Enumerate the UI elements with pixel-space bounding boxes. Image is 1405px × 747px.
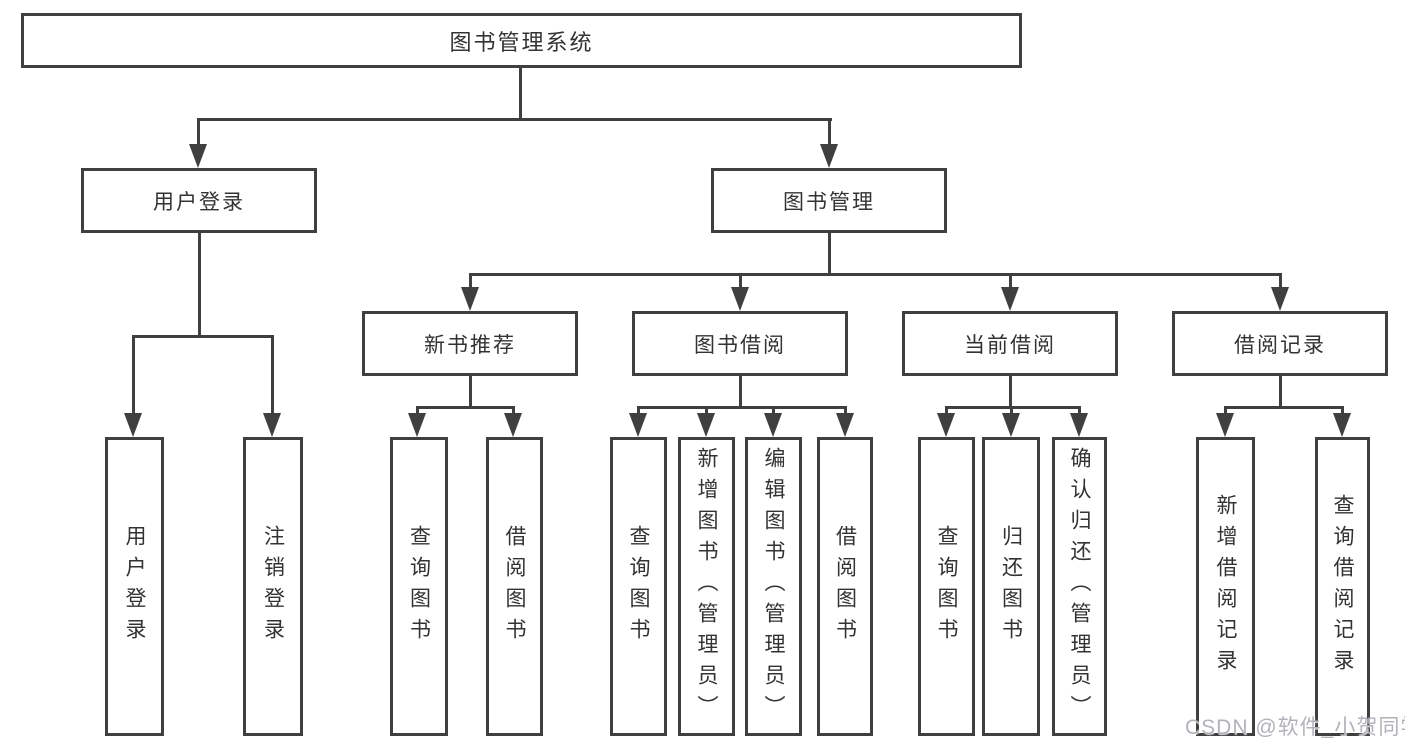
connector-shaft-borrow-recommend <box>512 406 515 416</box>
node-borrow-records-label: 借阅记录 <box>1234 333 1326 357</box>
node-book-mgmt-label: 图书管理 <box>783 190 875 214</box>
leaf-add-borrow-record: 新增借阅记录 <box>1196 437 1255 736</box>
node-root: 图书管理系统 <box>21 13 1022 68</box>
connector-v-user-login <box>198 233 201 338</box>
arrowhead-edit-book <box>764 413 782 437</box>
arrowhead-query-recommend <box>408 413 426 437</box>
leaf-query-book-borrow: 查询图书 <box>610 437 667 736</box>
arrowhead-confirm-return <box>1070 413 1088 437</box>
connector-v-borrow-records-group <box>1279 376 1282 409</box>
connector-shaft-add-book <box>705 406 708 416</box>
arrowhead-user-login <box>189 144 207 168</box>
connector-shaft-user-login <box>197 118 200 148</box>
arrowhead-query-current <box>937 413 955 437</box>
connector-shaft-book-mgmt <box>828 118 831 148</box>
connector-shaft-borrow-records <box>1279 273 1282 289</box>
arrowhead-borrow-book <box>836 413 854 437</box>
connector-shaft-edit-book <box>772 406 775 416</box>
connector-shaft-add-record <box>1224 406 1227 416</box>
leaf-edit-book-admin: 编辑图书（管理员） <box>745 437 802 736</box>
node-current-borrow-label: 当前借阅 <box>964 333 1056 357</box>
leaf-edit-book-admin-label: 编辑图书（管理员） <box>762 447 785 726</box>
leaf-return-book-label: 归还图书 <box>999 524 1023 649</box>
connector-shaft-query-current <box>945 406 948 416</box>
connector-shaft-query-record <box>1341 406 1344 416</box>
leaf-borrow-book-recommend: 借阅图书 <box>486 437 543 736</box>
connector-h-level3 <box>469 273 1282 276</box>
arrowhead-borrow-records <box>1271 287 1289 311</box>
connector-h-borrow-records <box>1224 406 1344 409</box>
leaf-return-book: 归还图书 <box>982 437 1040 736</box>
leaf-query-book-borrow-label: 查询图书 <box>627 524 650 649</box>
leaf-query-book-current-label: 查询图书 <box>935 524 958 649</box>
arrowhead-book-mgmt <box>820 144 838 168</box>
node-current-borrow: 当前借阅 <box>902 311 1118 376</box>
leaf-query-borrow-record-label: 查询借阅记录 <box>1331 493 1354 680</box>
connector-v-current-borrow-group <box>1009 376 1012 409</box>
connector-shaft-current-borrow <box>1009 273 1012 289</box>
connector-shaft-leaf-logout <box>271 335 274 415</box>
connector-shaft-confirm-return <box>1078 406 1081 416</box>
node-book-borrow-label: 图书借阅 <box>694 333 786 357</box>
arrowhead-leaf-user-login <box>124 413 142 437</box>
arrowhead-query-record <box>1333 413 1351 437</box>
leaf-logout-login-label: 注销登录 <box>261 524 285 649</box>
leaf-add-book-admin-label: 新增图书（管理员） <box>695 447 718 726</box>
connector-v-book-mgmt <box>828 233 831 276</box>
connector-shaft-book-borrow <box>739 273 742 289</box>
node-book-borrow: 图书借阅 <box>632 311 848 376</box>
connector-v-book-borrow-group <box>739 376 742 409</box>
node-user-login-label: 用户登录 <box>153 190 245 214</box>
arrowhead-return-book <box>1002 413 1020 437</box>
connector-h-book-borrow <box>637 406 847 409</box>
leaf-query-book-recommend-label: 查询图书 <box>407 524 431 649</box>
connector-shaft-query-recommend <box>416 406 419 416</box>
connector-v-root <box>519 68 522 121</box>
node-user-login: 用户登录 <box>81 168 317 233</box>
connector-shaft-query-borrow <box>637 406 640 416</box>
arrowhead-book-borrow <box>731 287 749 311</box>
connector-h-level2 <box>197 118 832 121</box>
node-new-book-rec: 新书推荐 <box>362 311 578 376</box>
arrowhead-add-book <box>697 413 715 437</box>
node-root-label: 图书管理系统 <box>449 29 594 55</box>
arrowhead-add-record <box>1216 413 1234 437</box>
connector-h-user-login <box>132 335 274 338</box>
leaf-add-borrow-record-label: 新增借阅记录 <box>1214 493 1237 680</box>
connector-shaft-borrow-book <box>844 406 847 416</box>
arrowhead-borrow-recommend <box>504 413 522 437</box>
connector-shaft-leaf-user-login <box>132 335 135 415</box>
leaf-borrow-book: 借阅图书 <box>817 437 873 736</box>
connector-shaft-return-book <box>1010 406 1013 416</box>
connector-shaft-new-book-rec <box>469 273 472 289</box>
leaf-add-book-admin: 新增图书（管理员） <box>678 437 735 736</box>
leaf-confirm-return-admin-label: 确认归还（管理员） <box>1068 447 1091 726</box>
leaf-query-book-current: 查询图书 <box>918 437 975 736</box>
leaf-user-login: 用户登录 <box>105 437 164 736</box>
leaf-borrow-book-recommend-label: 借阅图书 <box>503 524 526 649</box>
node-new-book-rec-label: 新书推荐 <box>424 333 516 357</box>
leaf-borrow-book-label: 借阅图书 <box>833 524 857 649</box>
leaf-confirm-return-admin: 确认归还（管理员） <box>1052 437 1107 736</box>
leaf-logout-login: 注销登录 <box>243 437 303 736</box>
leaf-query-book-recommend: 查询图书 <box>390 437 448 736</box>
node-book-mgmt: 图书管理 <box>711 168 947 233</box>
leaf-query-borrow-record: 查询借阅记录 <box>1315 437 1370 736</box>
connector-v-new-book-rec <box>469 376 472 409</box>
arrowhead-new-book-rec <box>461 287 479 311</box>
connector-h-current-borrow <box>945 406 1081 409</box>
node-borrow-records: 借阅记录 <box>1172 311 1388 376</box>
arrowhead-query-borrow <box>629 413 647 437</box>
arrowhead-leaf-logout <box>263 413 281 437</box>
connector-h-new-book-rec <box>416 406 515 409</box>
leaf-user-login-label: 用户登录 <box>123 524 146 649</box>
arrowhead-current-borrow <box>1001 287 1019 311</box>
csdn-watermark: CSDN @软件_小贺同学 <box>1185 716 1405 739</box>
